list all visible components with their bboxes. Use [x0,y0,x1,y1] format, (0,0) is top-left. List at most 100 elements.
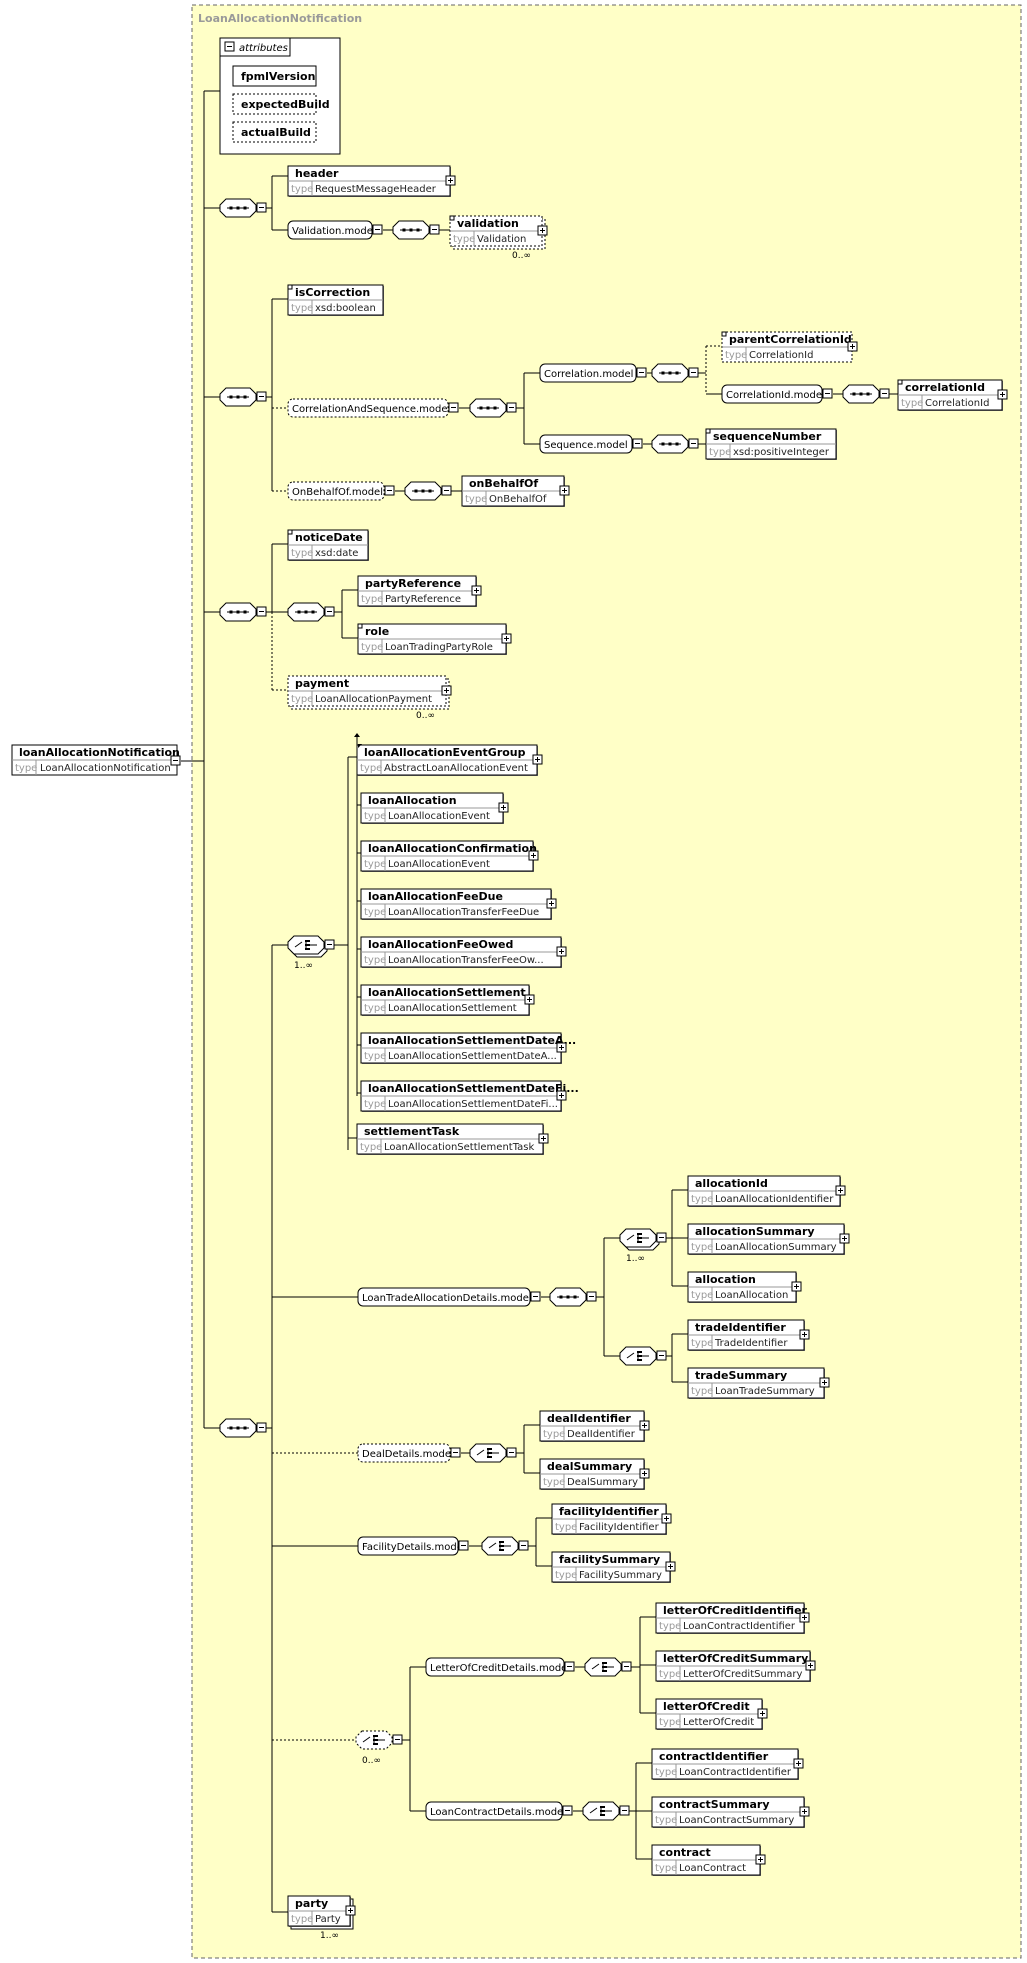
collapse-icon[interactable] [256,202,267,213]
collapse-icon[interactable] [688,367,699,378]
collapse-icon[interactable] [506,402,517,413]
expand-icon[interactable] [524,994,535,1005]
collapse-icon[interactable] [224,41,235,52]
choice-compositor[interactable] [619,1346,657,1366]
expand-icon[interactable] [755,1854,766,1865]
expand-icon[interactable] [847,341,858,352]
expand-icon[interactable] [805,1660,816,1671]
model-group[interactable]: LoanTradeAllocationDetails.model [357,1287,532,1307]
model-group[interactable]: LoanContractDetails.model [425,1801,566,1821]
expand-icon[interactable] [556,1090,567,1101]
sequence-compositor[interactable] [469,398,507,418]
collapse-icon[interactable] [170,755,181,766]
model-group[interactable]: OnBehalfOf.model [287,481,385,501]
expand-icon[interactable] [661,1513,672,1524]
sequence-compositor[interactable] [392,220,430,240]
sequence-compositor[interactable] [549,1287,587,1307]
model-group[interactable]: FacilityDetails.model [357,1536,466,1556]
choice-compositor[interactable]: 1..∞ [619,1228,660,1264]
expand-icon[interactable] [528,850,539,861]
collapse-icon[interactable] [562,1805,573,1816]
collapse-icon[interactable] [384,485,395,496]
expand-icon[interactable] [538,1133,549,1144]
expand-icon[interactable] [441,685,452,696]
collapse-icon[interactable] [441,485,452,496]
choice-compositor[interactable] [582,1801,620,1821]
model-group[interactable]: Correlation.model [539,363,637,383]
collapse-icon[interactable] [324,939,335,950]
collapse-icon[interactable] [450,1447,461,1458]
expand-icon[interactable] [639,1420,650,1431]
collapse-icon[interactable] [324,606,335,617]
sequence-compositor[interactable] [842,384,880,404]
collapse-icon[interactable] [256,1422,267,1433]
expand-icon[interactable] [799,1612,810,1623]
sequence-compositor[interactable] [219,198,257,218]
expand-icon[interactable] [757,1708,768,1719]
expand-icon[interactable] [791,1281,802,1292]
collapse-icon[interactable] [688,438,699,449]
collapse-icon[interactable] [632,438,643,449]
choice-compositor[interactable] [469,1443,507,1463]
collapse-icon[interactable] [822,388,833,399]
expand-icon[interactable] [556,1042,567,1053]
expand-icon[interactable] [556,946,567,957]
collapse-icon[interactable] [372,224,383,235]
choice-compositor[interactable] [584,1657,622,1677]
expand-icon[interactable] [799,1806,810,1817]
expand-icon[interactable] [532,754,543,765]
expand-icon[interactable] [345,1905,356,1916]
sequence-compositor[interactable] [287,602,325,622]
choice-compositor[interactable] [481,1536,519,1556]
attribute-1[interactable]: expectedBuild [232,93,330,115]
expand-icon[interactable] [639,1468,650,1479]
attribute-2[interactable]: actualBuild [232,121,317,143]
sequence-compositor[interactable] [651,434,689,454]
collapse-icon[interactable] [879,388,890,399]
collapse-icon[interactable] [448,402,459,413]
model-group[interactable]: Sequence.model [539,434,633,454]
collapse-icon[interactable] [530,1291,541,1302]
sequence-compositor[interactable] [219,1418,257,1438]
collapse-icon[interactable] [458,1540,469,1551]
collapse-icon[interactable] [619,1805,630,1816]
collapse-icon[interactable] [586,1291,597,1302]
model-group[interactable]: CorrelationId.model [721,384,825,404]
model-group[interactable]: CorrelationAndSequence.model [287,398,450,418]
collapse-icon[interactable] [656,1232,667,1243]
expand-icon[interactable] [835,1185,846,1196]
expand-icon[interactable] [445,175,456,186]
expand-icon[interactable] [471,585,482,596]
choice-compositor[interactable]: 0..∞ [355,1730,393,1766]
